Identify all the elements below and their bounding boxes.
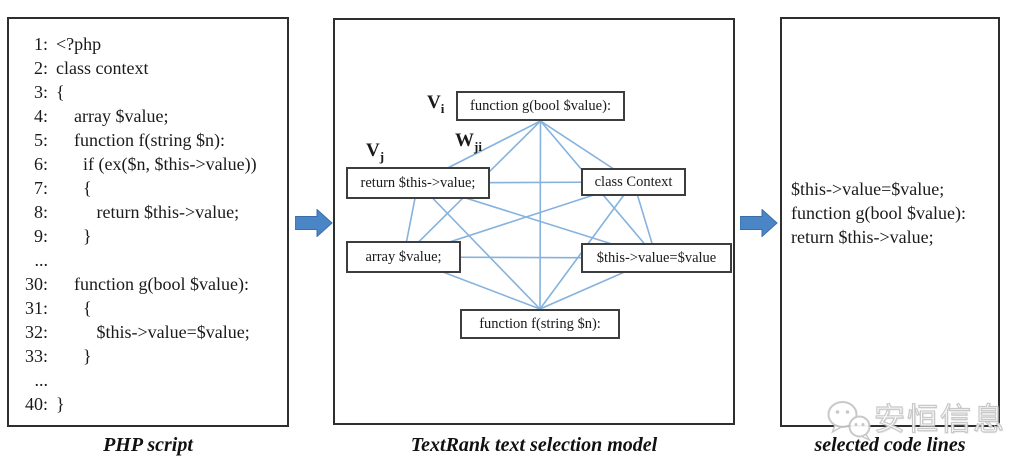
code-line: ... [21, 368, 287, 392]
selected-code-box: $this->value=$value; function g(bool $va… [780, 17, 1000, 427]
code-line: 31: { [21, 296, 287, 320]
selected-code-caption: selected code lines [814, 434, 966, 456]
code-text: { [56, 178, 92, 198]
code-text: } [56, 226, 92, 246]
line-number: 33: [24, 346, 48, 366]
line-number: 31: [24, 298, 48, 318]
graph-node-label: class Context [594, 173, 673, 190]
line-number: 4: [33, 106, 48, 126]
code-line: 3: { [21, 80, 287, 104]
php-script-caption: PHP script [103, 434, 193, 456]
graph-node-function-g: function g(bool $value): [456, 91, 625, 121]
line-number: 8: [33, 202, 48, 222]
line-number: 32: [24, 322, 48, 342]
label-vj: Vj [366, 140, 385, 164]
graph-node-array-value: array $value; [346, 241, 461, 273]
flow-arrow-right-icon [740, 209, 778, 237]
wechat-icon [827, 401, 872, 442]
line-number: ... [34, 370, 49, 390]
graph-node-label: function g(bool $value): [470, 97, 611, 114]
code-line: 32: $this->value=$value; [21, 320, 287, 344]
line-number: 5: [33, 130, 48, 150]
php-code-lines: 1: <?php 2: class context 3: { 4: array … [9, 19, 287, 416]
code-text: function f(string $n): [56, 130, 225, 150]
line-number: 6: [33, 154, 48, 174]
code-text: array $value; [56, 106, 169, 126]
arrow-shape [295, 209, 333, 237]
graph-node-label: $this->value=$value [596, 249, 717, 266]
code-text: { [56, 298, 92, 318]
selected-code-lines: $this->value=$value; function g(bool $va… [782, 19, 998, 249]
code-line: 40: } [21, 392, 287, 416]
code-line: ... [21, 248, 287, 272]
label-wji: Wji [455, 130, 482, 154]
code-text: $this->value=$value; [56, 322, 250, 342]
code-text: class context [56, 58, 149, 78]
graph-node-label: array $value; [365, 248, 442, 265]
line-number: ... [34, 250, 49, 270]
code-text: { [56, 82, 65, 102]
watermark: 安恒信息 [826, 398, 1006, 442]
graph-node-label: function f(string $n): [479, 315, 601, 332]
code-text: } [56, 346, 92, 366]
line-number: 9: [33, 226, 48, 246]
graph-node-return: return $this->value; [346, 167, 490, 199]
code-line: 1: <?php [21, 32, 287, 56]
code-text: <?php [56, 34, 102, 54]
graph-canvas: function g(bool $value): return $this->v… [335, 20, 733, 423]
line-number: 1: [33, 34, 48, 54]
php-script-box: 1: <?php 2: class context 3: { 4: array … [7, 17, 289, 427]
line-number: 40: [24, 394, 48, 414]
textrank-model-box: function g(bool $value): return $this->v… [333, 18, 735, 425]
code-line: 5: function f(string $n): [21, 128, 287, 152]
code-line: 7: { [21, 176, 287, 200]
arrow-shape [740, 209, 778, 237]
code-line: 9: } [21, 224, 287, 248]
code-line: 6: if (ex($n, $this->value)) [21, 152, 287, 176]
graph-edges [402, 120, 658, 310]
line-number: 30: [24, 274, 48, 294]
code-line: 4: array $value; [21, 104, 287, 128]
code-text: function g(bool $value): [56, 274, 249, 294]
graph-node-assign-value: $this->value=$value [581, 243, 732, 273]
selected-code-line: $this->value=$value; [791, 179, 945, 199]
code-text: if (ex($n, $this->value)) [56, 154, 257, 174]
graph-node-label: return $this->value; [360, 174, 476, 191]
textrank-model-caption: TextRank text selection model [410, 434, 658, 456]
graph-node-class-context: class Context [581, 168, 686, 196]
code-text: return $this->value; [56, 202, 240, 222]
selected-code-line: return $this->value; [791, 227, 934, 247]
line-number: 2: [33, 58, 48, 78]
code-line: 30: function g(bool $value): [21, 272, 287, 296]
code-line: 8: return $this->value; [21, 200, 287, 224]
code-line: 33: } [21, 344, 287, 368]
watermark-text: 安恒信息 [873, 401, 1006, 438]
line-number: 7: [33, 178, 48, 198]
line-number: 3: [33, 82, 48, 102]
code-line: 2: class context [21, 56, 287, 80]
label-vi: Vi [427, 92, 445, 116]
graph-node-function-f: function f(string $n): [460, 309, 620, 339]
flow-arrow-right-icon [295, 209, 333, 237]
selected-code-line: function g(bool $value): [791, 203, 966, 223]
code-text: } [56, 394, 65, 414]
